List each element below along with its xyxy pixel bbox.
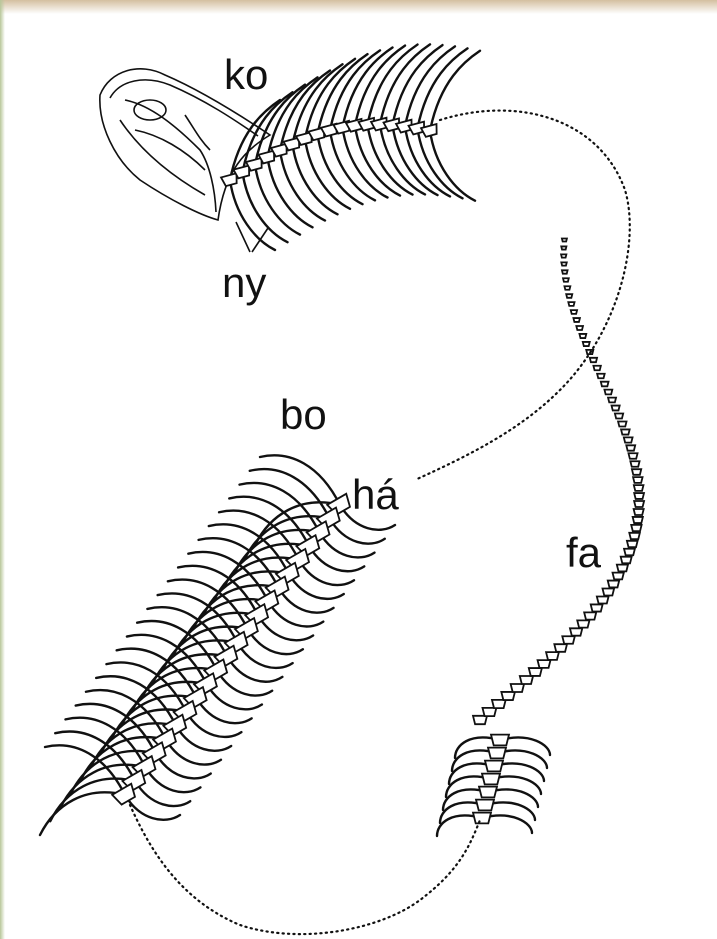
rib-lower — [318, 134, 363, 204]
vertebra — [591, 604, 603, 611]
vertebra — [554, 644, 567, 652]
vertebra — [621, 557, 632, 564]
vertebra — [561, 246, 566, 249]
mid-body-segment — [40, 455, 395, 835]
dotted-connector-lower — [130, 805, 480, 934]
vertebra — [608, 398, 616, 403]
vertebra — [501, 692, 515, 700]
dotted-connector-upper — [415, 111, 630, 480]
label-back: há — [352, 474, 399, 516]
rib-lower — [305, 139, 350, 209]
vertebra — [566, 294, 572, 298]
label-skull: ko — [224, 54, 268, 96]
vertebra — [564, 286, 570, 290]
vertebra — [584, 612, 596, 619]
vertebra — [583, 342, 590, 346]
vertebra — [634, 501, 644, 507]
rib-lower — [430, 131, 475, 201]
vertebra — [597, 374, 605, 379]
vertebra — [629, 533, 640, 539]
vertebra — [621, 429, 630, 434]
tail-rib-segment — [437, 735, 550, 836]
rib-left — [40, 792, 125, 835]
vertebra — [568, 302, 574, 306]
vertebra — [603, 589, 615, 596]
vertebra — [597, 596, 609, 603]
vertebra — [492, 700, 506, 708]
vertebra — [618, 421, 626, 426]
vertebra — [576, 326, 583, 330]
vertebra — [482, 708, 496, 716]
vertebra — [608, 581, 619, 588]
rib-lower — [230, 180, 275, 250]
vertebra — [562, 270, 568, 273]
vertebra — [570, 628, 582, 635]
vertebra — [571, 310, 577, 314]
rib-upper — [430, 51, 480, 131]
rib-back — [45, 745, 125, 795]
vertebra — [624, 549, 635, 556]
vertebra — [529, 668, 542, 676]
vertebra — [627, 541, 638, 547]
vertebra — [612, 406, 620, 411]
vertebra — [579, 334, 586, 338]
rib-lower — [268, 157, 313, 227]
vertebra — [577, 620, 589, 627]
rib-lower — [255, 165, 300, 235]
vertebra — [538, 660, 551, 668]
vertebra — [630, 461, 639, 467]
vertebra — [590, 358, 597, 362]
vertebra — [563, 278, 569, 281]
vertebra — [624, 437, 633, 442]
label-neck: ny — [222, 262, 266, 304]
vertebra — [573, 318, 580, 322]
vertebra — [634, 509, 644, 515]
vertebra — [511, 684, 524, 692]
rib-lower — [355, 126, 400, 196]
vertebra — [561, 254, 566, 257]
vertebra — [562, 239, 567, 242]
vertebra — [617, 565, 628, 572]
vertebra — [634, 485, 644, 491]
vertebra — [604, 390, 612, 395]
vertebra — [479, 787, 497, 798]
vertebra — [546, 652, 559, 660]
rib-lower — [280, 151, 325, 221]
vertebra — [634, 493, 644, 499]
neck-pointer — [236, 222, 268, 252]
vertebra — [628, 453, 637, 458]
vertebra — [473, 813, 491, 824]
vertebra — [491, 735, 509, 746]
vertebra — [593, 366, 600, 370]
vertebra — [488, 748, 506, 759]
vertebra — [632, 469, 641, 475]
vertebra — [473, 716, 487, 724]
vertebra — [561, 262, 566, 265]
vertebra — [476, 800, 494, 811]
vertebra — [485, 761, 503, 772]
vertebra — [633, 477, 643, 483]
rib-lower — [293, 144, 338, 214]
vertebra — [520, 676, 533, 684]
vertebra — [613, 573, 624, 580]
vertebra — [633, 517, 643, 523]
label-tail: fa — [566, 532, 601, 574]
vertebra — [626, 445, 635, 450]
vertebra — [562, 636, 575, 644]
vertebra — [601, 382, 609, 387]
vertebra — [482, 774, 500, 785]
vertebra — [631, 525, 641, 531]
label-rib: bo — [280, 394, 327, 436]
tail-vertebrae — [473, 239, 644, 725]
vertebra — [615, 414, 623, 419]
